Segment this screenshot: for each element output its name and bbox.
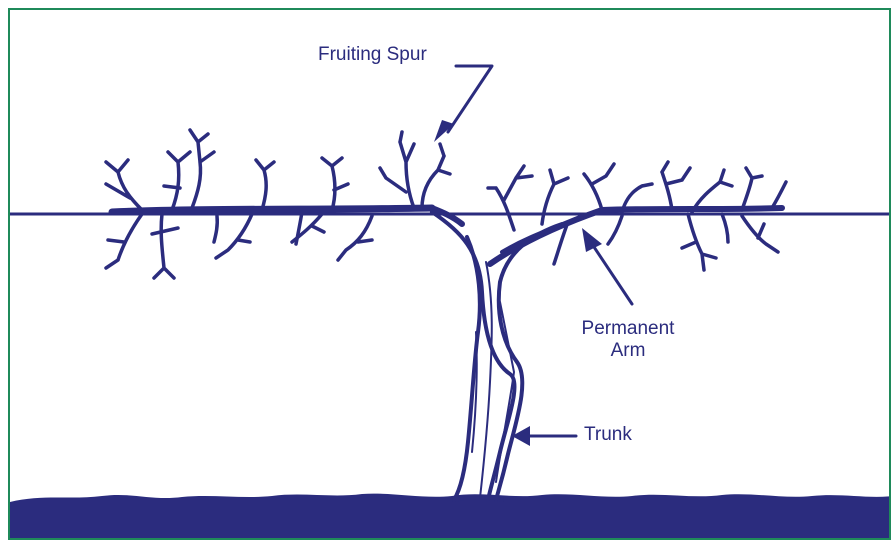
right-arm <box>490 208 782 264</box>
ground <box>10 494 891 540</box>
fruiting-spur-label: Fruiting Spur <box>318 44 427 66</box>
permanent-arm-pointer <box>592 244 632 304</box>
fruiting-spur-pointer <box>448 66 492 132</box>
fruiting-spur-arrowhead <box>434 120 454 142</box>
trunk <box>432 212 562 500</box>
permanent-arm-label-line1: Permanent <box>578 318 678 340</box>
diagram-frame <box>8 8 891 540</box>
grapevine-illustration <box>10 10 891 540</box>
permanent-arm-label-line2: Arm <box>578 340 678 362</box>
permanent-arm-label: Permanent Arm <box>578 318 678 362</box>
left-fruiting-spurs <box>106 130 372 278</box>
right-fruiting-spurs <box>488 162 786 270</box>
trunk-label: Trunk <box>584 424 632 446</box>
central-fruiting-spur <box>380 132 450 208</box>
left-arm <box>112 208 462 224</box>
permanent-arm-arrowhead <box>582 228 602 252</box>
